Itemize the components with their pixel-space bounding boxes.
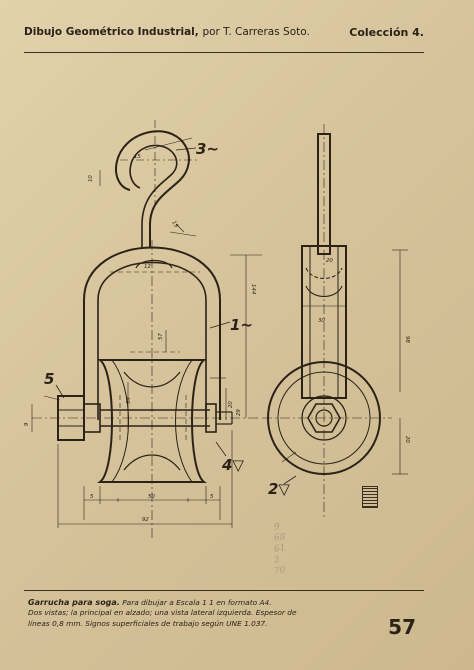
dim-value: 30 xyxy=(318,318,325,324)
dim-value: 50 xyxy=(148,494,155,500)
label-hook: 3~ xyxy=(196,140,219,158)
label-side: 2▽ xyxy=(268,480,290,498)
publisher-stamp xyxy=(362,486,378,508)
dim-value: 9 xyxy=(24,422,30,426)
dim-value: 20 xyxy=(228,401,234,408)
dim-value: 20 xyxy=(404,436,410,443)
dim-value: 20 xyxy=(326,258,333,264)
footer-rule xyxy=(24,590,424,591)
caption-line2: Dos vistas; la principal en alzado; una … xyxy=(28,608,297,618)
handwritten-notes: 9 68 61 2 70 xyxy=(273,520,314,577)
page-number: 57 xyxy=(388,615,416,639)
dim-value: 144 xyxy=(250,284,256,295)
book-title: Dibujo Geométrico Industrial, xyxy=(24,26,199,38)
hook-part xyxy=(99,120,200,248)
header-rule xyxy=(24,52,424,53)
dim-value: 57 xyxy=(158,333,164,340)
caption-line1: Para dibujar a Escala 1 1 en formato A4. xyxy=(122,598,272,607)
label-sheave: 4▽ xyxy=(221,456,244,474)
exercise-caption: Garrucha para soga. Para dibujar a Escal… xyxy=(28,598,368,629)
sheave-part xyxy=(97,359,207,483)
dim-value: 15 xyxy=(170,220,179,229)
part-labels: 3~ 1~ 5 4▽ 2▽ xyxy=(44,140,290,498)
dim-value: 59 xyxy=(126,397,132,404)
caption-title: Garrucha para soga. xyxy=(28,598,120,607)
label-strap: 1~ xyxy=(230,316,253,334)
strap-part xyxy=(83,240,262,540)
side-view xyxy=(262,124,408,520)
dim-value: 10 xyxy=(88,175,94,182)
collection-label: Colección 4. xyxy=(349,26,424,39)
dimension-values: 10 15 15 144 57 12 20 59 98 20 9 29 5 50… xyxy=(24,154,410,523)
sheet-header: Dibujo Geométrico Industrial, por T. Car… xyxy=(24,26,424,44)
dim-value: 12 xyxy=(144,264,151,270)
dim-value: 92 xyxy=(142,517,149,523)
sheet-title: Dibujo Geométrico Industrial, por T. Car… xyxy=(24,26,310,38)
label-leaders xyxy=(55,147,297,485)
label-bolt: 5 xyxy=(44,370,54,388)
dim-value: 5 xyxy=(90,494,94,500)
dim-value: 5 xyxy=(210,494,214,500)
front-dimensions xyxy=(57,430,233,528)
dim-value: 15 xyxy=(134,154,141,160)
dim-value: 98 xyxy=(404,336,410,343)
book-author: por T. Carreras Soto. xyxy=(202,26,310,38)
caption-line3: líneas 0,8 mm. Signos superficiales de t… xyxy=(28,618,268,628)
dim-value: 29 xyxy=(236,409,242,416)
bolt-part xyxy=(31,395,258,441)
